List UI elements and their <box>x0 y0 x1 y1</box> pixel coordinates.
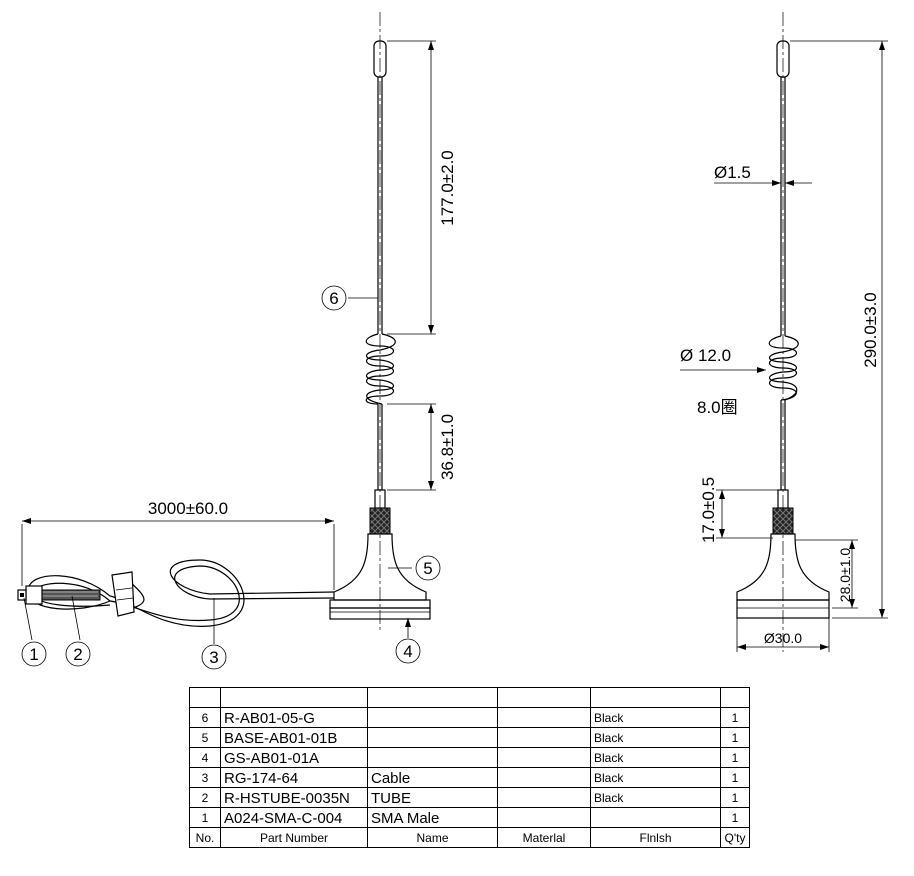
bom-name <box>367 747 498 768</box>
bom-qty: 1 <box>720 747 750 768</box>
bom-blank-row <box>189 687 750 708</box>
bom-no: 3 <box>189 767 221 788</box>
left-coil <box>365 333 396 405</box>
bom-name <box>367 727 498 748</box>
bom-qty: 1 <box>720 807 750 828</box>
sma-connector <box>17 585 101 605</box>
bom-header-name: Name <box>367 827 498 848</box>
bom-material <box>497 707 591 728</box>
bom-header-qty: Q'ty <box>720 827 750 848</box>
bom-name: Cable <box>367 767 498 788</box>
bom-header-row: No. Part Number Name Materlal Flnlsh Q't… <box>189 827 750 848</box>
bom-row: 2 R-HSTUBE-0035N TUBE Black 1 <box>189 787 750 808</box>
antenna-drawing: 6 5 4 3 2 1 177.0±2.0 36.8±1.0 3000±60.0 <box>17 12 888 670</box>
bom-material <box>497 747 591 768</box>
right-coil <box>768 335 799 401</box>
knurl-nut <box>369 507 391 535</box>
dim-coil-diameter: Ø 12.0 <box>680 346 731 365</box>
bom-finish: Black <box>590 787 721 808</box>
callout-6: 6 <box>329 289 338 308</box>
bom-part-number: RG-174-64 <box>220 767 368 788</box>
rubber-pad <box>329 607 431 620</box>
bom-row: 5 BASE-AB01-01B Black 1 <box>189 727 750 748</box>
bom-finish: Black <box>590 707 721 728</box>
bom-name: TUBE <box>367 787 498 808</box>
bom-part-number: R-AB01-05-G <box>220 707 368 728</box>
bom-header-material: Materlal <box>497 827 591 848</box>
bom-material <box>497 767 591 788</box>
bom-part-number: BASE-AB01-01B <box>220 727 368 748</box>
callout-2: 2 <box>73 645 82 664</box>
dim-whip-diameter: Ø1.5 <box>714 163 751 182</box>
bom-finish: Black <box>590 747 721 768</box>
bom-no: 6 <box>189 707 221 728</box>
bom-header-no: No. <box>189 827 221 848</box>
bom-name <box>367 707 498 728</box>
dim-base-diameter: Ø30.0 <box>764 630 802 646</box>
bom-material <box>497 807 591 828</box>
bom-qty: 1 <box>720 767 750 788</box>
bom-qty: 1 <box>720 787 750 808</box>
right-view: Ø1.5 Ø 12.0 8.0圈 290.0±3.0 17.0±0.5 28.0… <box>680 12 888 652</box>
dim-coil-turns: 8.0圈 <box>697 398 738 417</box>
bom-row: 1 A024-SMA-C-004 SMA Male 1 <box>189 807 750 828</box>
bom-row: 6 R-AB01-05-G Black 1 <box>189 707 750 728</box>
bom-header-finish: Flnlsh <box>590 827 721 848</box>
bom-finish <box>590 807 721 828</box>
bom-part-number: A024-SMA-C-004 <box>220 807 368 828</box>
dim-coil-to-base: 36.8±1.0 <box>438 414 457 480</box>
bom-no: 4 <box>189 747 221 768</box>
callout-4: 4 <box>403 642 412 661</box>
bom-part-number: GS-AB01-01A <box>220 747 368 768</box>
bom-qty: 1 <box>720 707 750 728</box>
cable-loops <box>27 559 245 627</box>
bom-qty: 1 <box>720 727 750 748</box>
bill-of-materials: 6 R-AB01-05-G Black 1 5 BASE-AB01-01B Bl… <box>189 687 750 848</box>
bom-row: 4 GS-AB01-01A Black 1 <box>189 747 750 768</box>
bom-finish: Black <box>590 767 721 788</box>
callout-3: 3 <box>209 648 218 667</box>
bom-header-part-number: Part Number <box>220 827 368 848</box>
dim-total-height: 290.0±3.0 <box>861 292 880 368</box>
bom-row: 3 RG-174-64 Cable Black 1 <box>189 767 750 788</box>
dim-base-height: 28.0±1.0 <box>837 548 853 603</box>
bom-part-number: R-HSTUBE-0035N <box>220 787 368 808</box>
bom-name: SMA Male <box>367 807 498 828</box>
whip-tip <box>373 40 387 78</box>
dim-cable-length: 3000±60.0 <box>148 499 228 518</box>
left-view: 6 5 4 3 2 1 177.0±2.0 36.8±1.0 3000±60.0 <box>17 12 457 670</box>
bom-no: 5 <box>189 727 221 748</box>
bom-material <box>497 727 591 748</box>
bom-no: 2 <box>189 787 221 808</box>
bom-no: 1 <box>189 807 221 828</box>
callout-5: 5 <box>423 559 432 578</box>
dim-base-stem: 17.0±0.5 <box>699 477 718 543</box>
dim-whip-length: 177.0±2.0 <box>438 150 457 226</box>
bom-finish: Black <box>590 727 721 748</box>
callout-1: 1 <box>29 645 38 664</box>
bom-material <box>497 787 591 808</box>
